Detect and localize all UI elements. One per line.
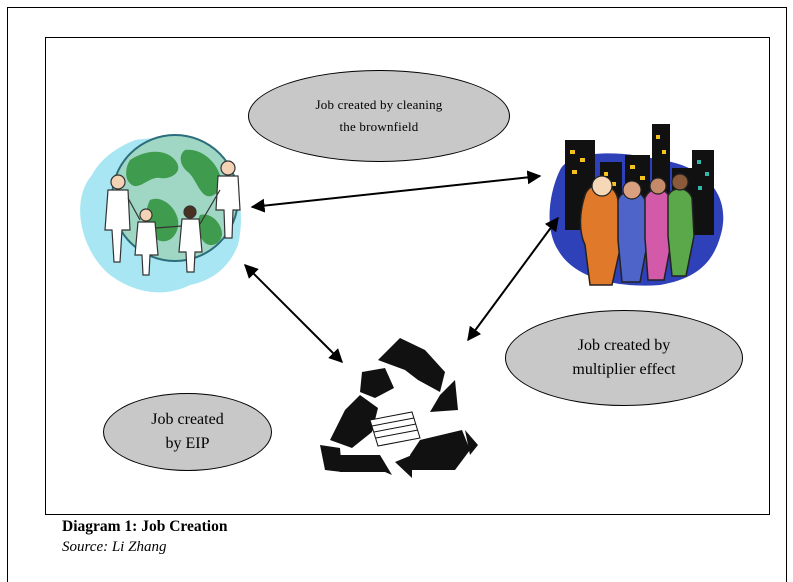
arrow-globe-recycle — [244, 264, 343, 363]
bubble-eip-line2: by EIP — [165, 435, 210, 452]
caption-title: Diagram 1: Job Creation — [62, 518, 228, 535]
arrow-globe-city — [250, 170, 542, 213]
bubble-multiplier-line1: Job created by — [577, 337, 671, 354]
bubble-eip-jobs: Job created by EIP — [103, 393, 272, 471]
globe-people-icon — [80, 134, 241, 293]
recycle-icon — [320, 338, 478, 478]
bubble-brownfield-line1: Job created by cleaning — [315, 97, 443, 112]
outer-frame — [7, 7, 787, 582]
bubble-brownfield-line2: the brownfield — [339, 119, 419, 134]
bubble-brownfield-jobs: Job created by cleaning the brownfield — [248, 70, 510, 162]
arrow-recycle-city — [467, 216, 559, 342]
city-people-icon — [549, 124, 724, 286]
bubble-multiplier-jobs: Job created by multiplier effect — [505, 310, 743, 406]
caption-source: Source: Li Zhang — [62, 539, 167, 555]
bubble-multiplier-line2: multiplier effect — [572, 361, 676, 378]
bubble-eip-line1: Job created — [151, 411, 224, 428]
diagram-frame — [45, 37, 770, 515]
